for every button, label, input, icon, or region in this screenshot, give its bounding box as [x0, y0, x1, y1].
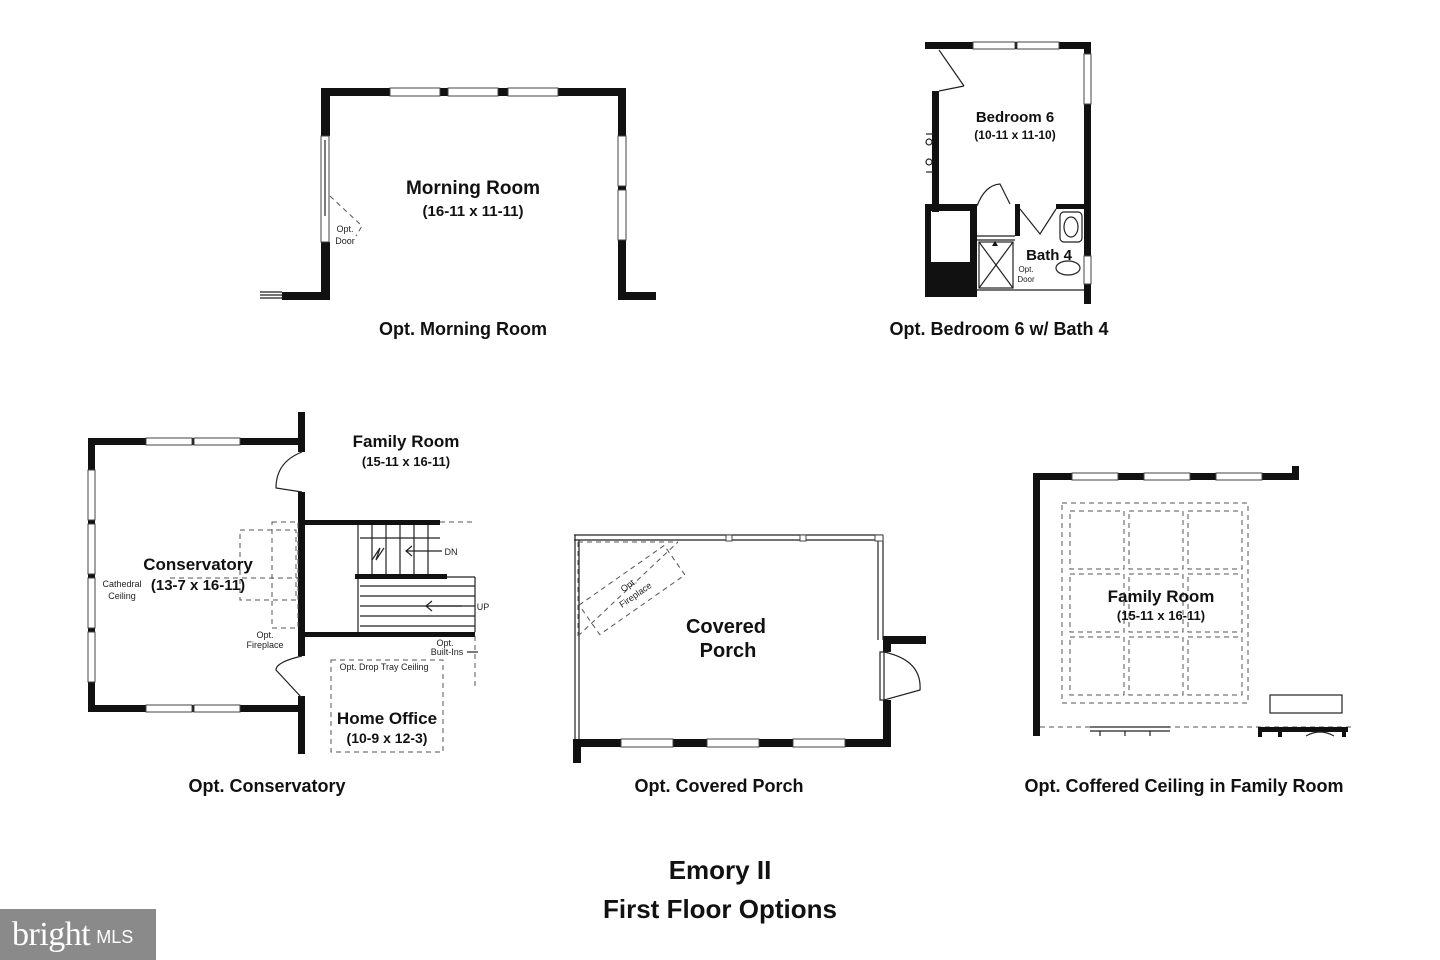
- coffered-ceiling-plan: Family Room (15-11 x 16-11) Opt. Coffere…: [1024, 466, 1355, 796]
- morning-room-caption: Opt. Morning Room: [379, 319, 547, 339]
- conservatory-dims: (13-7 x 16-11): [151, 577, 245, 594]
- morning-room-door-note: Opt.: [336, 224, 353, 234]
- coffered-family-room-dims: (15-11 x 16-11): [1117, 608, 1205, 623]
- bedroom6-name: Bedroom 6: [976, 109, 1054, 126]
- conservatory-plan: Family Room (15-11 x 16-11) Conservatory…: [87, 412, 490, 796]
- bedroom6-plan: Bedroom 6 (10-11 x 11-10) Bath 4 Opt. Do…: [889, 41, 1109, 339]
- covered-porch-plan: Opt. Fireplace Covered Porch Opt. Covere…: [573, 534, 926, 796]
- bath4-door-note: Opt.: [1018, 265, 1033, 274]
- bedroom6-caption: Opt. Bedroom 6 w/ Bath 4: [889, 319, 1108, 339]
- morning-room-plan: Morning Room (16-11 x 11-11) Opt. Door O…: [260, 87, 656, 339]
- covered-porch-caption: Opt. Covered Porch: [634, 776, 803, 796]
- conservatory-fireplace-note-2: Fireplace: [246, 640, 283, 650]
- conservatory-family-room-name: Family Room: [353, 432, 460, 451]
- coffered-caption: Opt. Coffered Ceiling in Family Room: [1024, 776, 1343, 796]
- coffered-family-room-name: Family Room: [1108, 587, 1215, 606]
- conservatory-name: Conservatory: [143, 555, 253, 574]
- builtins-note-2: Built-Ins: [431, 647, 464, 657]
- conservatory-fireplace-note: Opt.: [256, 630, 273, 640]
- morning-room-dims: (16-11 x 11-11): [423, 203, 524, 220]
- morning-room-name: Morning Room: [406, 178, 540, 199]
- covered-porch-name: Covered: [686, 616, 766, 638]
- stair-up-label: UP: [477, 602, 490, 612]
- home-office-name: Home Office: [337, 709, 437, 728]
- logo-suffix: MLS: [96, 927, 134, 947]
- page-subtitle: First Floor Options: [603, 894, 837, 924]
- conservatory-caption: Opt. Conservatory: [188, 776, 345, 796]
- bedroom6-dims: (10-11 x 11-10): [974, 128, 1055, 142]
- covered-porch-name-2: Porch: [700, 640, 757, 662]
- cathedral-note-2: Ceiling: [108, 591, 136, 601]
- staircase: [355, 525, 476, 632]
- stair-dn-label: DN: [445, 547, 458, 557]
- conservatory-family-room-dims: (15-11 x 16-11): [362, 454, 450, 469]
- bath4-door-note-2: Door: [1017, 275, 1035, 284]
- cathedral-note: Cathedral: [102, 579, 141, 589]
- builtins-note: Opt.: [436, 638, 453, 648]
- home-office-dims: (10-9 x 12-3): [347, 730, 428, 746]
- bath4-name: Bath 4: [1026, 247, 1073, 264]
- bright-mls-logo: bright MLS: [0, 909, 156, 960]
- logo-brand: bright: [12, 915, 91, 953]
- morning-room-door-note-2: Door: [335, 236, 355, 246]
- page-title: Emory II: [669, 855, 772, 885]
- tray-ceiling-note: Opt. Drop Tray Ceiling: [339, 662, 428, 672]
